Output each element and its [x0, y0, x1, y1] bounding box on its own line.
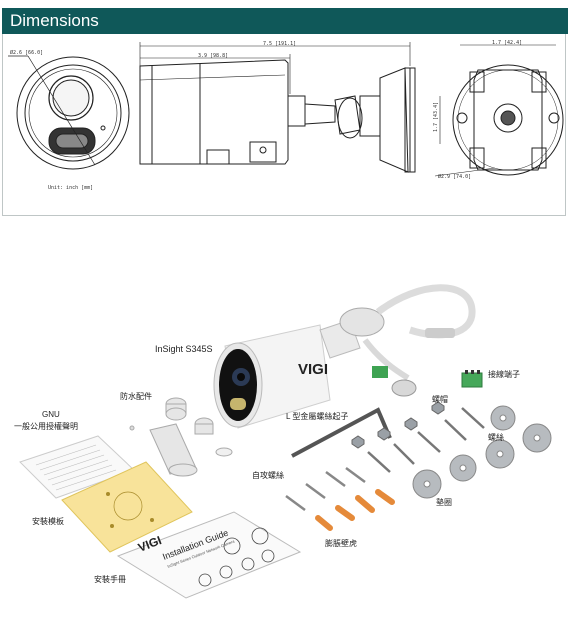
hex-key [291, 407, 392, 458]
anchors [315, 489, 395, 531]
template-label: 安裝模板 [32, 517, 64, 526]
washer-label: 墊圈 [436, 498, 452, 507]
body-length-label: 3.9 [98.8] [198, 53, 228, 59]
gnu-label: GNU [42, 410, 60, 419]
dimensions-title: Dimensions [10, 11, 99, 30]
hex-key-label: L 型金屬螺絲起子 [286, 412, 349, 421]
nuts [351, 401, 445, 449]
self-tapping-screws [285, 466, 366, 512]
mounting-template [61, 461, 193, 553]
gpl-label: 一般公用授權聲明 [14, 422, 78, 431]
terminal-label: 接線端子 [488, 370, 520, 379]
waterproof-label: 防水配件 [120, 392, 152, 401]
total-length-label: 7.5 [191.1] [263, 41, 296, 47]
manual-label: 安裝手冊 [94, 575, 126, 584]
bolts [367, 407, 485, 473]
base-width-label: 1.7 [42.4] [492, 40, 522, 46]
base-view [434, 44, 564, 177]
self-tapping-label: 自攻螺絲 [252, 471, 284, 480]
side-view [139, 42, 416, 173]
unit-note: Unit: inch [mm] [48, 185, 93, 191]
camera-product: VIGI [213, 284, 476, 429]
model-label: InSight S345S [155, 344, 213, 354]
terminal-block [461, 370, 483, 388]
waterproof-parts [129, 397, 233, 477]
front-view [8, 55, 130, 170]
anchor-label: 膨脹壁虎 [325, 539, 357, 548]
base-diameter-label: Ø2.9 [74.0] [438, 173, 471, 180]
dimensions-header: Dimensions [2, 8, 568, 34]
dimensions-frame [2, 34, 566, 216]
base-height-label: 1.7 [43.4] [433, 102, 439, 132]
front-diameter-label: Ø2.6 [66.0] [10, 49, 43, 56]
camera-logo: VIGI [298, 361, 328, 378]
nut-label: 螺帽 [432, 395, 448, 404]
washers [412, 405, 552, 499]
bolt-label: 螺絲 [488, 433, 504, 442]
